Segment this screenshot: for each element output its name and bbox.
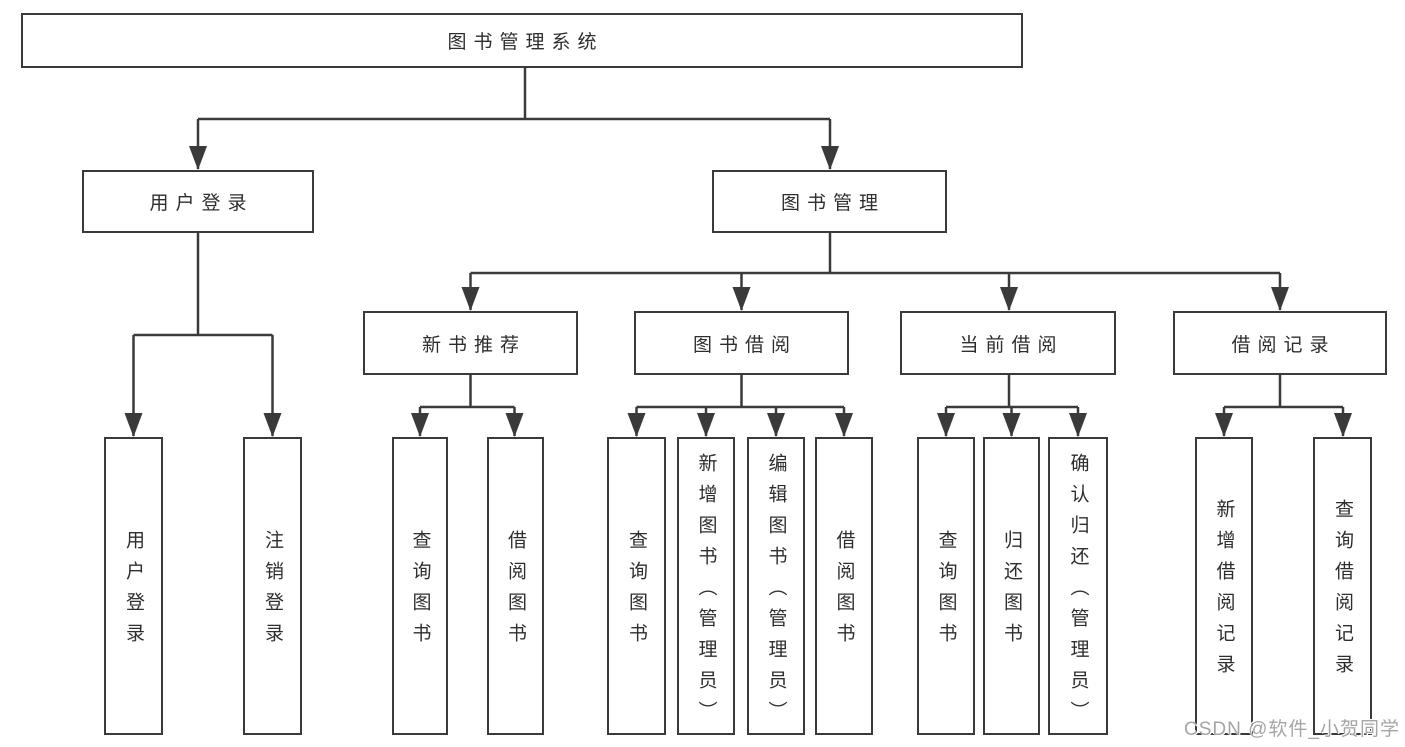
node-new-book-recommend: 新书推荐 [363, 311, 578, 375]
leaf-query-books-current: 查询图书 [917, 437, 975, 735]
leaf-logout: 注销登录 [243, 437, 302, 735]
node-current-borrow: 当前借阅 [900, 311, 1116, 375]
leaf-user-login: 用户登录 [104, 437, 163, 735]
leaf-query-borrow-record: 查询借阅记录 [1313, 437, 1372, 735]
leaf-query-books-recommend: 查询图书 [392, 437, 448, 735]
node-borrow-records: 借阅记录 [1173, 311, 1387, 375]
connector-root-to-level2 [189, 68, 839, 170]
leaf-edit-books-admin: 编辑图书（管理员） [747, 437, 805, 735]
connector-current-borrow-children [937, 375, 1087, 437]
connector-new-book-children [411, 375, 524, 437]
leaf-add-books-admin: 新增图书（管理员） [677, 437, 735, 735]
leaf-borrow-books-recommend: 借阅图书 [487, 437, 544, 735]
leaf-return-books: 归还图书 [983, 437, 1040, 735]
node-book-management: 图书管理 [712, 170, 947, 233]
leaf-add-borrow-record: 新增借阅记录 [1195, 437, 1253, 735]
connector-book-mgmt-children [461, 233, 1289, 311]
connector-book-borrow-children [627, 375, 853, 437]
node-book-borrow: 图书借阅 [634, 311, 849, 375]
node-root-book-management-system: 图书管理系统 [21, 13, 1023, 68]
node-user-login: 用户登录 [82, 170, 314, 233]
connector-borrow-record-children [1215, 375, 1352, 437]
leaf-confirm-return-admin: 确认归还（管理员） [1048, 437, 1108, 735]
connector-user-login-children [124, 233, 282, 437]
leaf-borrow-books: 借阅图书 [815, 437, 873, 735]
watermark: CSDN @软件_小贺同学 [1184, 719, 1400, 740]
leaf-query-books-borrow: 查询图书 [607, 437, 666, 735]
